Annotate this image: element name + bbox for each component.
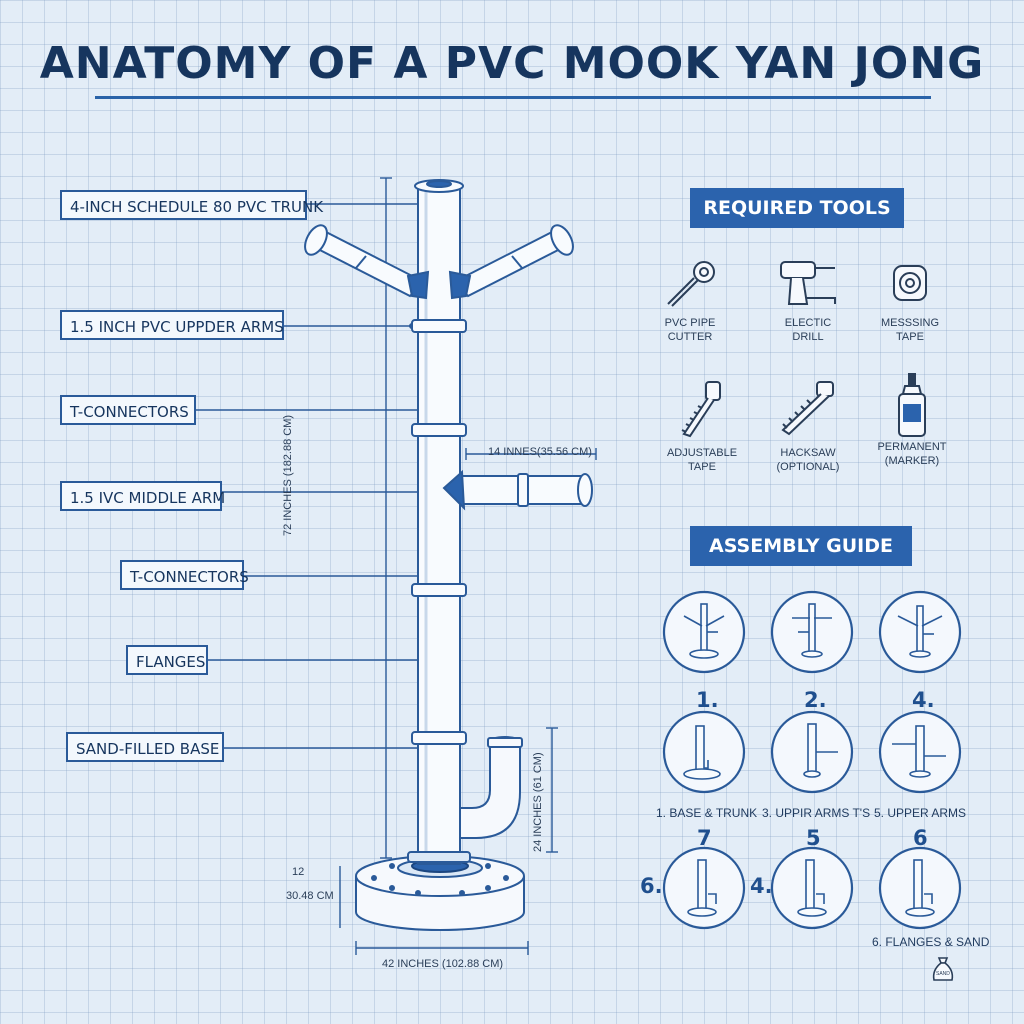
tool-label-6b: (MARKER) <box>884 455 940 467</box>
step-number-r1-1: 1. <box>696 688 719 712</box>
hacksaw-icon <box>781 381 834 436</box>
glue-bottle-icon <box>898 373 926 437</box>
label-base: SAND-FILLED BASE <box>66 732 224 762</box>
step-circle-1 <box>662 590 746 674</box>
step-circle-5 <box>770 710 854 794</box>
assembly-header: ASSEMBLY GUIDE <box>690 526 912 566</box>
sand-bag-icon: SAND <box>930 954 956 984</box>
arm-dimension-label: 14 INNES(35.56 CM) <box>488 446 592 458</box>
sand-bag-label: SAND <box>936 971 950 977</box>
step-circle-6 <box>878 710 962 794</box>
title-underline <box>95 96 931 99</box>
tool-label-6a: PERMANENT <box>877 441 947 453</box>
step-circle-3 <box>878 590 962 674</box>
sand-filled-base <box>355 855 525 931</box>
tool-pvc-cutter: PVC PIPE CUTTER <box>630 258 750 344</box>
pvc-trunk <box>407 179 471 865</box>
step-side-number-1: 6. <box>640 874 663 898</box>
tool-label-1a: PVC PIPE <box>664 317 716 329</box>
tool-hacksaw: HACKSAW (OPTIONAL) <box>748 378 868 474</box>
tool-tape: MESSSING TAPE <box>850 258 970 344</box>
tool-label-5b: (OPTIONAL) <box>776 461 840 473</box>
tool-saw: ADJUSTABLE TAPE <box>642 378 762 474</box>
tool-label-2b: DRILL <box>792 331 824 343</box>
label-t-connectors-1: T-CONNECTORS <box>60 395 196 425</box>
tool-label-2a: ELECTIC <box>784 317 832 329</box>
wrench-icon <box>667 261 715 307</box>
assembly-steps <box>662 590 962 930</box>
step-caption-2: 3. UPPIR ARMS T'S <box>762 806 871 820</box>
step-number-r3-1: 7 <box>697 826 712 850</box>
tape-measure-icon <box>893 265 927 301</box>
mook-yan-jong-diagram <box>196 177 597 955</box>
step-circle-7 <box>662 846 746 930</box>
step-circle-9 <box>878 846 962 930</box>
width-dimension-label: 42 INCHES (102.88 CM) <box>382 958 504 970</box>
tool-label-4b: TAPE <box>688 461 716 473</box>
drill-icon <box>780 261 836 305</box>
tools-header: REQUIRED TOOLS <box>690 188 904 228</box>
step-number-r1-2: 2. <box>804 688 827 712</box>
tool-label-3b: TAPE <box>896 331 924 343</box>
saw-icon <box>681 381 721 438</box>
upper-arm-left <box>304 224 430 300</box>
step-circle-4 <box>662 710 746 794</box>
page-title: ANATOMY OF A PVC MOOK YAN JONG <box>39 38 985 89</box>
pipe-dimension-label: 24 INCHES (61 CM) <box>532 752 544 852</box>
label-t-connectors-2: T-CONNECTORS <box>120 560 249 590</box>
base-height-label-1: 12 <box>292 866 305 878</box>
label-middle-arm: 1.5 IVC MIDDLE ARM <box>60 481 225 511</box>
tool-label-1b: CUTTER <box>667 331 713 343</box>
step-circle-8 <box>770 846 854 930</box>
tool-label-3a: MESSSING <box>880 317 940 329</box>
step-caption-3: 5. UPPER ARMS <box>874 806 967 820</box>
step-caption-final: 6. FLANGES & SAND <box>872 935 990 949</box>
tool-label-4a: ADJUSTABLE <box>666 447 738 459</box>
middle-arm <box>442 469 593 511</box>
step-number-r1-3: 4. <box>912 688 935 712</box>
height-dimension-label: 72 INCHES (182.88 CM) <box>282 414 294 536</box>
upper-arm-right <box>448 224 574 300</box>
step-number-r3-3: 6 <box>913 826 928 850</box>
label-upper-arms: 1.5 INCH PVC UPPDER ARMS <box>60 310 284 340</box>
step-circle-2 <box>770 590 854 674</box>
step-side-number-2: 4. <box>750 874 773 898</box>
tool-marker: PERMANENT (MARKER) <box>852 372 972 468</box>
tool-label-5a: HACKSAW <box>780 447 836 459</box>
label-flanges: FLANGES <box>126 645 208 675</box>
label-trunk: 4-INCH SCHEDULE 80 PVC TRUNK <box>60 190 323 220</box>
step-number-r3-2: 5 <box>806 826 821 850</box>
step-caption-1: 1. BASE & TRUNK <box>656 806 758 820</box>
tool-drill: ELECTIC DRILL <box>748 258 868 344</box>
base-height-label-2: 30.48 CM <box>286 890 334 902</box>
